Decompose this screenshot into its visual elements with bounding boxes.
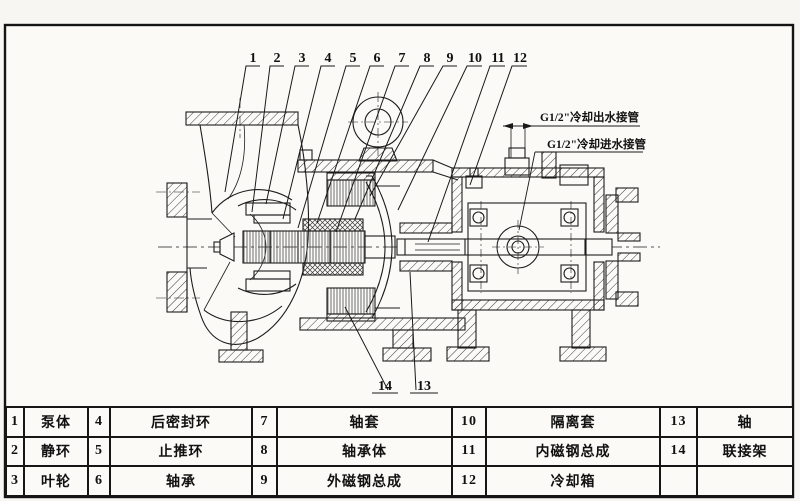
part-name-cell: 止推环 [109,435,253,468]
part-number-cell: 6 [87,465,111,497]
part-label-8: 8 [424,51,431,66]
part-number-cell: 9 [251,465,278,497]
outer-rotor-carrier [375,185,453,309]
part-number-cell: 7 [251,406,278,438]
eyebolt-icon [348,92,408,166]
part-label-4: 4 [325,51,332,66]
part-label-6: 6 [374,51,381,66]
part-name-cell: 轴 [696,406,794,438]
part-label-7: 7 [399,51,406,66]
part-name-cell: 轴承 [109,465,253,497]
support-legs [446,309,607,362]
part-label-12: 12 [513,51,527,66]
part-number-cell: 8 [251,435,278,468]
part-label-14: 14 [378,379,392,394]
cooling-annotations: G1/2"冷却出水接管 G1/2"冷却进水接管 [503,110,647,231]
part-number-cell: 13 [659,406,698,438]
part-name-cell: 轴套 [276,406,453,438]
part-number-cell: 1 [5,406,25,438]
part-name-cell: 隔离套 [485,406,661,438]
cooling-inlet-annotation: G1/2"冷却进水接管 [547,137,647,151]
part-label-13: 13 [417,379,431,394]
leader-lines [224,65,527,394]
part-number-cell: 3 [5,465,25,497]
cooling-outlet-annotation: G1/2"冷却出水接管 [540,110,640,124]
part-number-cell: 10 [451,406,487,438]
part-name-cell: 冷却箱 [485,465,661,497]
part-label-10: 10 [468,51,482,66]
part-name-cell: 静环 [23,435,89,468]
table-row: 3 叶轮 6 轴承 9 外磁钢总成 12 冷却箱 [5,465,794,497]
part-name-cell: 叶轮 [23,465,89,497]
part-number-cell: 14 [659,435,698,468]
part-label-9: 9 [447,51,454,66]
part-label-1: 1 [250,51,257,66]
inner-magnet-assembly [302,218,364,276]
part-label-3: 3 [299,51,306,66]
table-row: 2 静环 5 止推环 8 轴承体 11 内磁钢总成 14 联接架 [5,435,794,468]
part-number-cell: 4 [87,406,111,438]
part-number-labels: 1 2 3 4 5 6 7 8 9 10 11 12 14 13 [250,51,528,394]
part-label-11: 11 [491,51,504,66]
cooling-box [451,147,605,311]
part-number-cell: 11 [451,435,487,468]
parts-list-table: 1 泵体 4 后密封环 7 轴套 10 隔离套 13 轴 2 静环 5 止推环 … [5,406,794,497]
part-name-cell: 外磁钢总成 [276,465,453,497]
part-name-cell: 泵体 [23,406,89,438]
part-name-cell: 联接架 [696,435,794,468]
part-name-cell: 后密封环 [109,406,253,438]
part-name-cell [696,465,794,497]
coupling-flange [605,187,641,307]
bearing-housing [467,201,587,293]
part-name-cell: 轴承体 [276,435,453,468]
part-name-cell: 内磁钢总成 [485,435,661,468]
part-label-5: 5 [350,51,357,66]
part-number-cell: 12 [451,465,487,497]
pump-cross-section [156,92,660,363]
part-number-cell [659,465,698,497]
part-number-cell: 2 [5,435,25,468]
part-number-cell: 5 [87,435,111,468]
table-row: 1 泵体 4 后密封环 7 轴套 10 隔离套 13 轴 [5,406,794,438]
connecting-frame [218,149,466,363]
part-label-2: 2 [274,51,281,66]
